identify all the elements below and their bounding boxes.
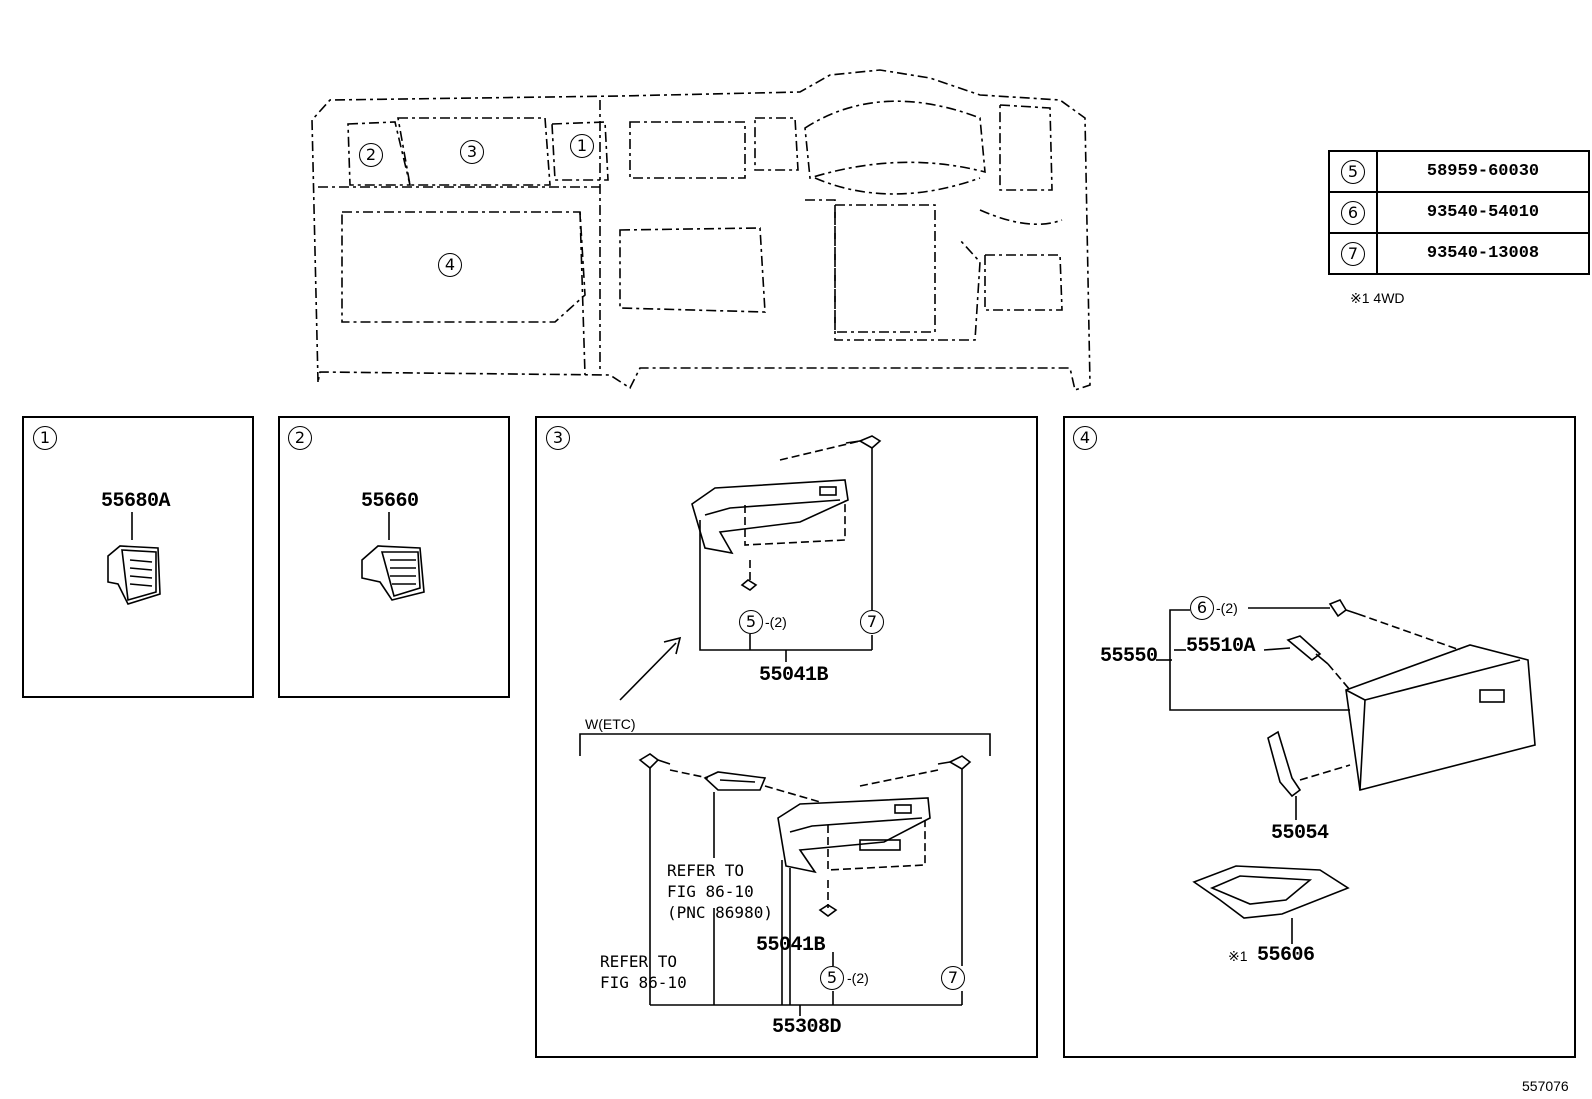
panel-1 (22, 416, 254, 698)
vent-register-icon (361, 512, 425, 601)
panel-3-label: 3 (546, 426, 570, 450)
part-number-55308D[interactable]: 55308D (772, 1016, 842, 1039)
part-number-55680A[interactable]: 55680A (101, 490, 171, 513)
p3-top-key7[interactable]: 7 (860, 610, 884, 634)
vent-register-icon (107, 512, 161, 605)
p4-key6[interactable]: 6 (1190, 596, 1214, 620)
legend-key: 6 (1341, 200, 1365, 225)
glovebox-door-icon (777, 797, 931, 874)
etc-unit-icon (703, 771, 767, 791)
legend-row[interactable]: 5 58959-60030 (1328, 150, 1590, 193)
legend-part-number: 93540-54010 (1376, 191, 1590, 234)
panel-2-label: 2 (288, 426, 312, 450)
p3-bottom-key7[interactable]: 7 (941, 966, 965, 990)
tray-icon (1192, 865, 1350, 919)
legend-note: ※1 4WD (1350, 290, 1405, 306)
screw-icon (937, 755, 972, 770)
panel-1-label: 1 (33, 426, 57, 450)
screw-icon (1328, 599, 1359, 618)
panel-3 (535, 416, 1038, 1058)
overview-callout-2[interactable]: 2 (359, 143, 383, 167)
part-legend-table: 5 58959-60030 6 93540-54010 7 93540-1300… (1328, 150, 1590, 275)
overview-callout-3[interactable]: 3 (460, 140, 484, 164)
glovebox-icon (1345, 644, 1536, 791)
p3-top-key5[interactable]: 5 (739, 610, 763, 634)
legend-row[interactable]: 7 93540-13008 (1328, 232, 1590, 275)
overview-callout-4[interactable]: 4 (438, 253, 462, 277)
refer-note-1: REFER TO FIG 86-10 (PNC 86980) (667, 861, 773, 922)
damper-icon (1286, 635, 1329, 665)
part-number-55510A[interactable]: 55510A (1186, 635, 1256, 658)
glovebox-door-icon (691, 479, 849, 555)
part-number-55606[interactable]: 55606 (1257, 944, 1315, 967)
panel-4 (1063, 416, 1576, 1058)
part-number-55041B-assembly[interactable]: 55041B (759, 664, 829, 687)
variant-label: W(ETC) (585, 716, 636, 732)
screw-icon (638, 753, 671, 770)
legend-key: 5 (1341, 159, 1365, 184)
p3-bottom-qty5: -(2) (847, 970, 869, 986)
part-number-55054[interactable]: 55054 (1271, 822, 1329, 845)
legend-part-number: 93540-13008 (1376, 232, 1590, 275)
screw-icon (845, 435, 882, 449)
figure-id: 557076 (1522, 1078, 1569, 1094)
p3-top-qty5: -(2) (765, 614, 787, 630)
p4-qty6: -(2) (1216, 600, 1238, 616)
legend-part-number: 58959-60030 (1376, 150, 1590, 193)
legend-key: 7 (1341, 241, 1365, 266)
panel-4-label: 4 (1073, 426, 1097, 450)
stopper-icon (1267, 730, 1302, 798)
panel-2 (278, 416, 510, 698)
legend-row[interactable]: 6 93540-54010 (1328, 191, 1590, 234)
overview-callout-1[interactable]: 1 (570, 134, 594, 158)
part-number-55550[interactable]: 55550 (1100, 645, 1158, 668)
p3-bottom-key5[interactable]: 5 (820, 966, 844, 990)
part-number-55660[interactable]: 55660 (361, 490, 419, 513)
p4-note-mark: ※1 (1228, 948, 1248, 964)
